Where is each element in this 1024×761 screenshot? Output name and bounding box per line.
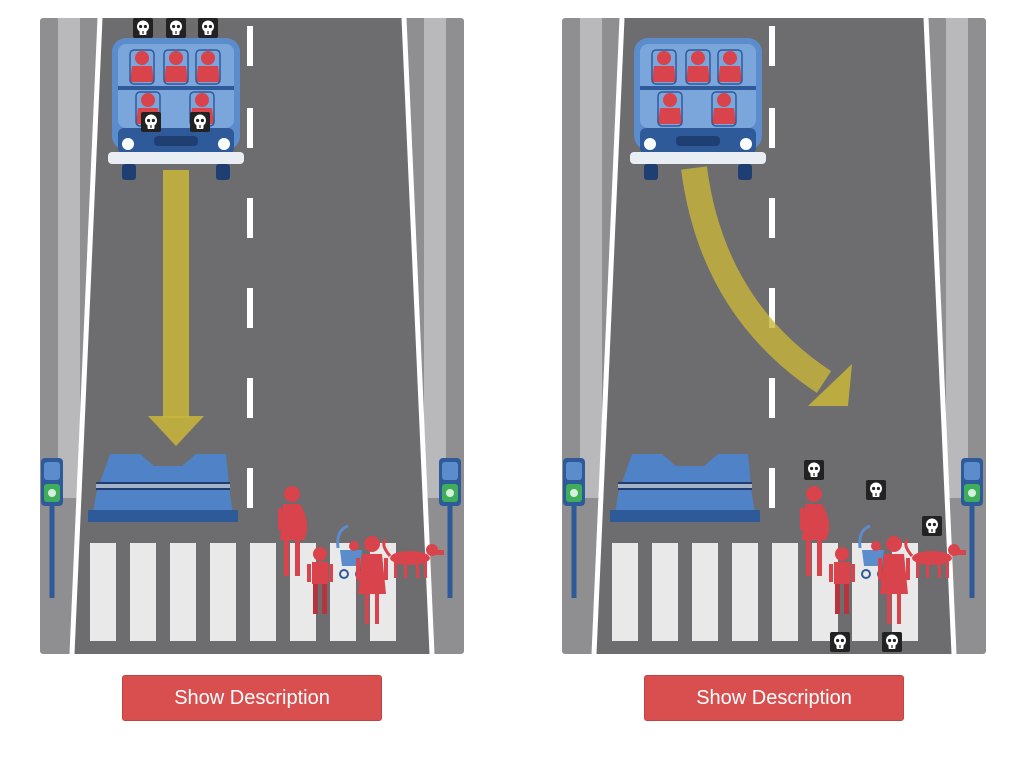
lane-divider: [247, 26, 253, 508]
show-description-button-right[interactable]: Show Description: [644, 675, 904, 721]
skull-icon: [190, 112, 210, 132]
right-guardrail: [946, 18, 968, 498]
right-guardrail: [424, 18, 446, 498]
skull-icon: [922, 516, 942, 536]
skull-icon: [141, 112, 161, 132]
skull-icon: [866, 480, 886, 500]
skull-icon: [133, 18, 153, 38]
road-edge-left: [69, 18, 103, 654]
show-description-button-left[interactable]: Show Description: [122, 675, 382, 721]
car-icon: [630, 38, 766, 180]
car-icon: [108, 38, 244, 180]
trajectory-arrow-icon: [148, 170, 204, 446]
scenario-right[interactable]: [562, 18, 986, 654]
skull-icon: [882, 632, 902, 652]
trajectory-arrow-icon: [681, 166, 852, 406]
scenario-left[interactable]: [40, 18, 464, 654]
left-guardrail: [580, 18, 602, 498]
road-edge-left: [591, 18, 625, 654]
crosswalk: [612, 543, 918, 641]
skull-icon: [804, 460, 824, 480]
scenario-left-illustration: [40, 18, 464, 654]
skull-icon: [198, 18, 218, 38]
left-guardrail: [58, 18, 80, 498]
skull-icon: [166, 18, 186, 38]
lane-divider: [769, 26, 775, 508]
skull-icon: [830, 632, 850, 652]
scenario-right-illustration: [562, 18, 986, 654]
